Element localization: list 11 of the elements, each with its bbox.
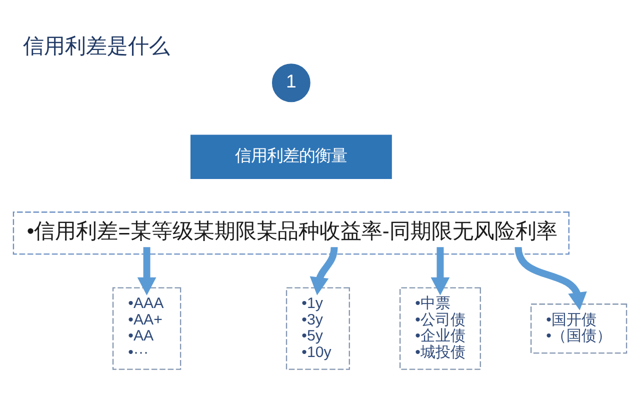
- node-box: 信用利差的衡量: [190, 134, 392, 178]
- arrow: [430, 246, 450, 295]
- arrow: [514, 246, 587, 310]
- node-box: •信用利差=某等级某期限某品种收益率-同期限无风险利率: [12, 211, 570, 254]
- node-box: •中票 •公司债 •企业债 •城投债: [399, 286, 481, 370]
- node-box: •1y •3y •5y •10y: [286, 286, 350, 370]
- diagram-title: 信用利差是什么: [23, 34, 170, 58]
- node-box: •国开债 •（国债）: [530, 303, 628, 354]
- node-circle: 1: [272, 63, 310, 102]
- node-box: •AAA •AA+ •AA •···: [112, 286, 182, 370]
- arrow: [137, 246, 156, 295]
